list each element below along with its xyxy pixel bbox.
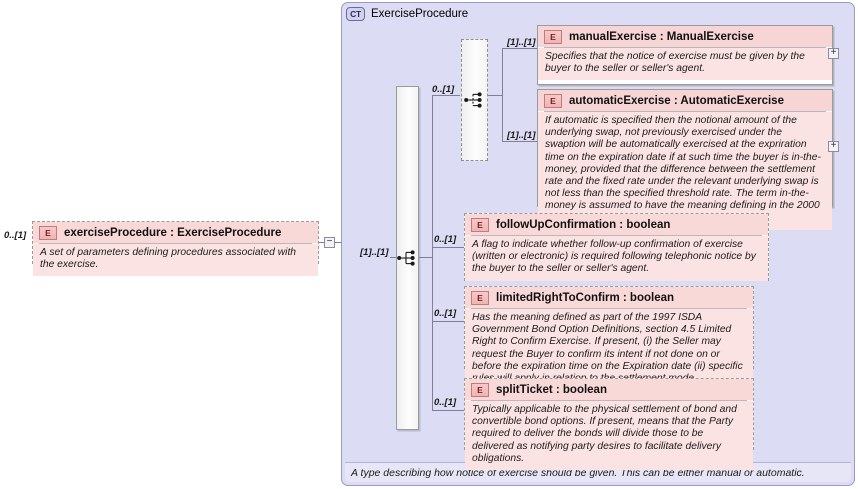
connector-root-to-toggle (319, 242, 324, 243)
divider (471, 308, 747, 309)
element-icon: E (39, 226, 57, 240)
limited-right-to-confirm-cardinality: 0..[1] (434, 308, 457, 319)
sequence-compositor[interactable] (396, 86, 419, 430)
root-cardinality: 0..[1] (4, 230, 27, 241)
branch-to-choice (432, 95, 460, 96)
node-title: followUpConfirmation : boolean (496, 219, 671, 231)
branch-to-manual-exercise (502, 48, 537, 49)
node-split-ticket[interactable]: E splitTicket : boolean Typically applic… (464, 378, 754, 471)
node-title: manualExercise : ManualExercise (569, 31, 754, 43)
node-header: E followUpConfirmation : boolean (465, 214, 768, 235)
element-icon: E (471, 383, 489, 397)
choice-stub (488, 95, 502, 96)
node-description: Specifies that the notice of exercise mu… (538, 48, 832, 81)
node-description: A set of parameters defining procedures … (33, 244, 318, 277)
node-header: E automaticExercise : AutomaticExercise (538, 90, 832, 111)
sequence-icon (396, 250, 415, 266)
choice-icon (463, 92, 482, 108)
node-title: limitedRightToConfirm : boolean (496, 292, 675, 304)
follow-up-confirmation-cardinality: 0..[1] (434, 234, 457, 245)
branch-to-split-ticket (432, 410, 464, 411)
automatic-exercise-cardinality: [1]..[1] (507, 130, 536, 141)
branch-to-automatic-exercise (502, 141, 537, 142)
node-description: A flag to indicate whether follow-up con… (465, 236, 768, 281)
node-automatic-exercise[interactable]: E automaticExercise : AutomaticExercise … (537, 89, 833, 230)
complextype-title: ExerciseProcedure (371, 8, 469, 20)
node-exercise-procedure[interactable]: E exerciseProcedure : ExerciseProcedure … (32, 221, 319, 277)
element-icon: E (471, 291, 489, 305)
manual-exercise-cardinality: [1]..[1] (507, 37, 536, 48)
node-header: E limitedRightToConfirm : boolean (465, 287, 753, 308)
choice-compositor[interactable] (461, 39, 488, 161)
node-limited-right-to-confirm[interactable]: E limitedRightToConfirm : boolean Has th… (464, 286, 754, 391)
divider (39, 243, 312, 244)
element-icon: E (471, 218, 489, 232)
branch-to-follow-up-confirmation (432, 247, 464, 248)
expand-toggle-automatic-exercise[interactable]: + (828, 141, 839, 152)
node-title: automaticExercise : AutomaticExercise (569, 95, 784, 107)
complextype-header: CT ExerciseProcedure (346, 7, 468, 21)
split-ticket-cardinality: 0..[1] (434, 397, 457, 408)
node-manual-exercise[interactable]: E manualExercise : ManualExercise Specif… (537, 25, 833, 85)
node-follow-up-confirmation[interactable]: E followUpConfirmation : boolean A flag … (464, 213, 769, 281)
node-header: E manualExercise : ManualExercise (538, 26, 832, 47)
divider (471, 400, 747, 401)
sequence-stub (419, 257, 432, 258)
choice-cardinality: 0..[1] (432, 84, 455, 95)
node-title: splitTicket : boolean (496, 384, 607, 396)
branch-to-limited-right-to-confirm (432, 321, 464, 322)
complextype-icon: CT (346, 7, 365, 21)
collapse-toggle-root[interactable]: − (324, 237, 335, 248)
connector-into-sequence (390, 257, 398, 258)
divider (471, 235, 762, 236)
divider (544, 111, 826, 112)
sequence-fanout-spine (432, 95, 433, 410)
expand-toggle-manual-exercise[interactable]: + (828, 48, 839, 59)
node-header: E exerciseProcedure : ExerciseProcedure (33, 222, 318, 243)
node-description: Has the meaning defined as part of the 1… (465, 309, 753, 391)
sequence-cardinality: [1]..[1] (360, 247, 389, 258)
choice-fanout-spine (502, 48, 503, 141)
node-header: E splitTicket : boolean (465, 379, 753, 400)
node-description: Typically applicable to the physical set… (465, 401, 753, 471)
element-icon: E (544, 30, 562, 44)
node-title: exerciseProcedure : ExerciseProcedure (64, 227, 282, 239)
element-icon: E (544, 94, 562, 108)
divider (544, 47, 826, 48)
